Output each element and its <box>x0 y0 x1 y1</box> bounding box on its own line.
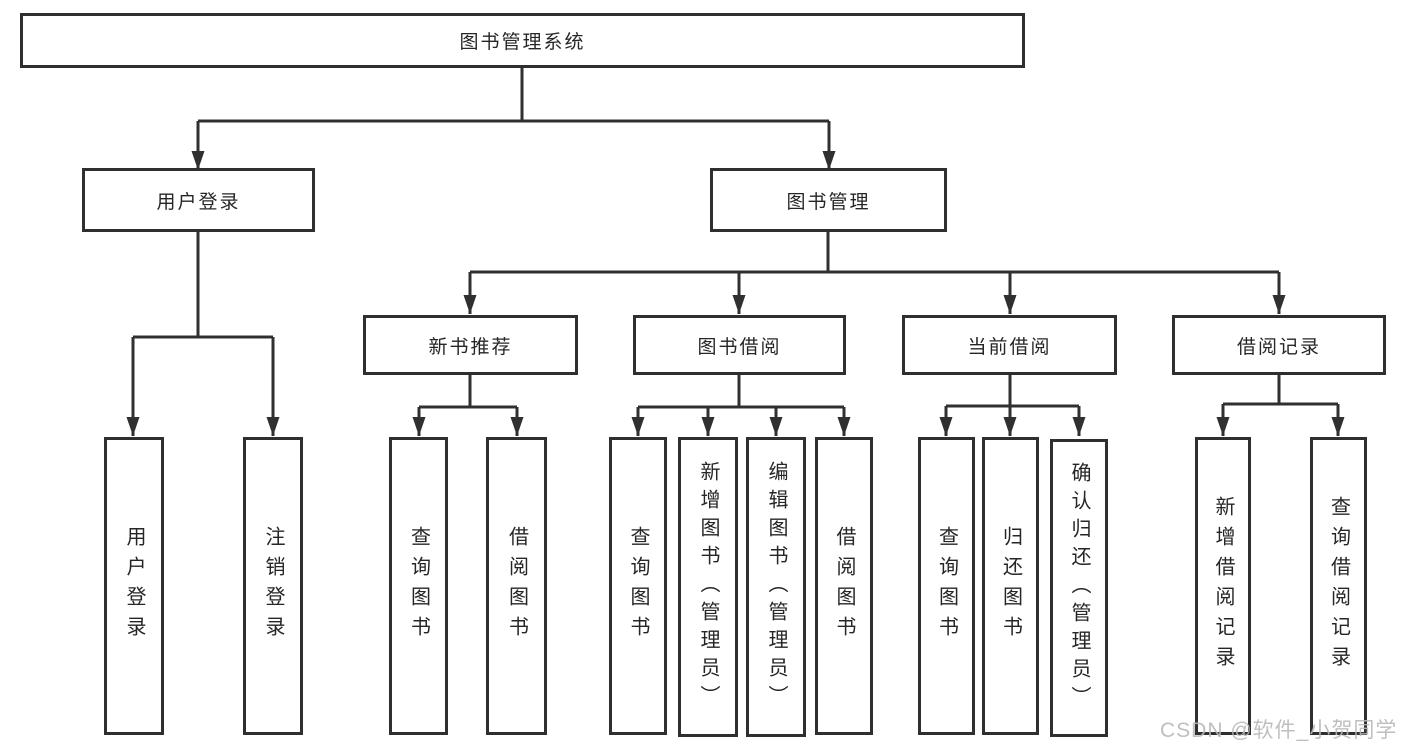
leaf-edit-books-admin-label: 编辑图书（管理员） <box>765 461 787 713</box>
arrowhead <box>191 151 205 170</box>
node-root: 图书管理系统 <box>20 13 1025 68</box>
arrowhead <box>126 417 140 436</box>
arrowhead <box>412 417 426 436</box>
arrowhead <box>1072 417 1086 436</box>
leaf-query-books-current: 查询图书 <box>918 437 975 735</box>
leaf-logout-label: 注销登录 <box>262 526 284 646</box>
leaf-query-books-recommend-label: 查询图书 <box>407 526 430 646</box>
node-new-book-recommend: 新书推荐 <box>363 315 578 375</box>
node-current-borrowing-label: 当前借阅 <box>967 336 1052 358</box>
connector-user-login-to-leaves <box>131 232 275 436</box>
arrowhead <box>510 417 524 436</box>
node-book-borrowing-label: 图书借阅 <box>697 336 782 358</box>
leaf-query-borrow-record: 查询借阅记录 <box>1310 437 1367 735</box>
arrowhead <box>1003 295 1017 314</box>
watermark-text: CSDN @软件_小贺同学 <box>1160 719 1398 742</box>
arrowhead <box>266 417 280 436</box>
node-book-management: 图书管理 <box>710 168 947 232</box>
node-current-borrowing: 当前借阅 <box>902 315 1117 375</box>
arrowhead <box>822 151 836 170</box>
leaf-borrow-books-recommend-label: 借阅图书 <box>505 526 528 646</box>
node-new-book-recommend-label: 新书推荐 <box>428 336 513 358</box>
leaf-logout: 注销登录 <box>243 437 303 735</box>
leaf-borrow-books: 借阅图书 <box>815 437 873 735</box>
node-book-management-label: 图书管理 <box>786 191 871 213</box>
leaf-user-login: 用户登录 <box>104 437 164 735</box>
leaf-query-books-borrow-label: 查询图书 <box>627 526 649 646</box>
arrowheads <box>126 151 1345 436</box>
node-user-login-label: 用户登录 <box>156 191 241 213</box>
arrowhead <box>1003 417 1017 436</box>
connector-root-to-level2 <box>196 68 831 170</box>
leaf-query-books-recommend: 查询图书 <box>389 437 448 735</box>
arrowhead <box>939 417 953 436</box>
connector-book-mgmt-to-level3 <box>468 232 1281 314</box>
arrowhead <box>837 417 851 436</box>
leaf-add-borrow-record: 新增借阅记录 <box>1195 437 1251 735</box>
leaf-borrow-books-recommend: 借阅图书 <box>486 437 547 735</box>
arrowhead <box>1272 295 1286 314</box>
leaf-confirm-return-admin: 确认归还（管理员） <box>1050 439 1108 737</box>
arrowhead <box>769 417 783 436</box>
leaf-return-books-label: 归还图书 <box>999 526 1022 646</box>
leaf-query-borrow-record-label: 查询借阅记录 <box>1327 496 1350 676</box>
node-borrowing-records: 借阅记录 <box>1172 315 1386 375</box>
node-borrowing-records-label: 借阅记录 <box>1236 336 1321 358</box>
leaf-confirm-return-admin-label: 确认归还（管理员） <box>1068 462 1090 714</box>
node-user-login: 用户登录 <box>82 168 315 232</box>
connector-borrowing-records <box>1221 375 1340 436</box>
arrowhead <box>631 417 645 436</box>
leaf-add-books-admin-label: 新增图书（管理员） <box>697 461 719 713</box>
leaf-add-books-admin: 新增图书（管理员） <box>678 437 738 737</box>
node-root-label: 图书管理系统 <box>459 32 586 53</box>
arrowhead <box>701 417 715 436</box>
arrowhead <box>1331 417 1345 436</box>
connector-new-book-recommend <box>417 375 519 436</box>
connector-book-borrowing <box>636 375 846 436</box>
arrowhead <box>463 295 477 314</box>
arrowhead <box>732 295 746 314</box>
leaf-query-books-current-label: 查询图书 <box>935 526 958 646</box>
leaf-edit-books-admin: 编辑图书（管理员） <box>746 437 806 737</box>
leaf-return-books: 归还图书 <box>982 437 1039 735</box>
leaf-add-borrow-record-label: 新增借阅记录 <box>1212 496 1234 676</box>
node-book-borrowing: 图书借阅 <box>633 315 846 375</box>
leaf-borrow-books-label: 借阅图书 <box>833 526 855 646</box>
arrowhead <box>1216 417 1230 436</box>
leaf-user-login-label: 用户登录 <box>123 526 145 646</box>
leaf-query-books-borrow: 查询图书 <box>609 437 667 735</box>
